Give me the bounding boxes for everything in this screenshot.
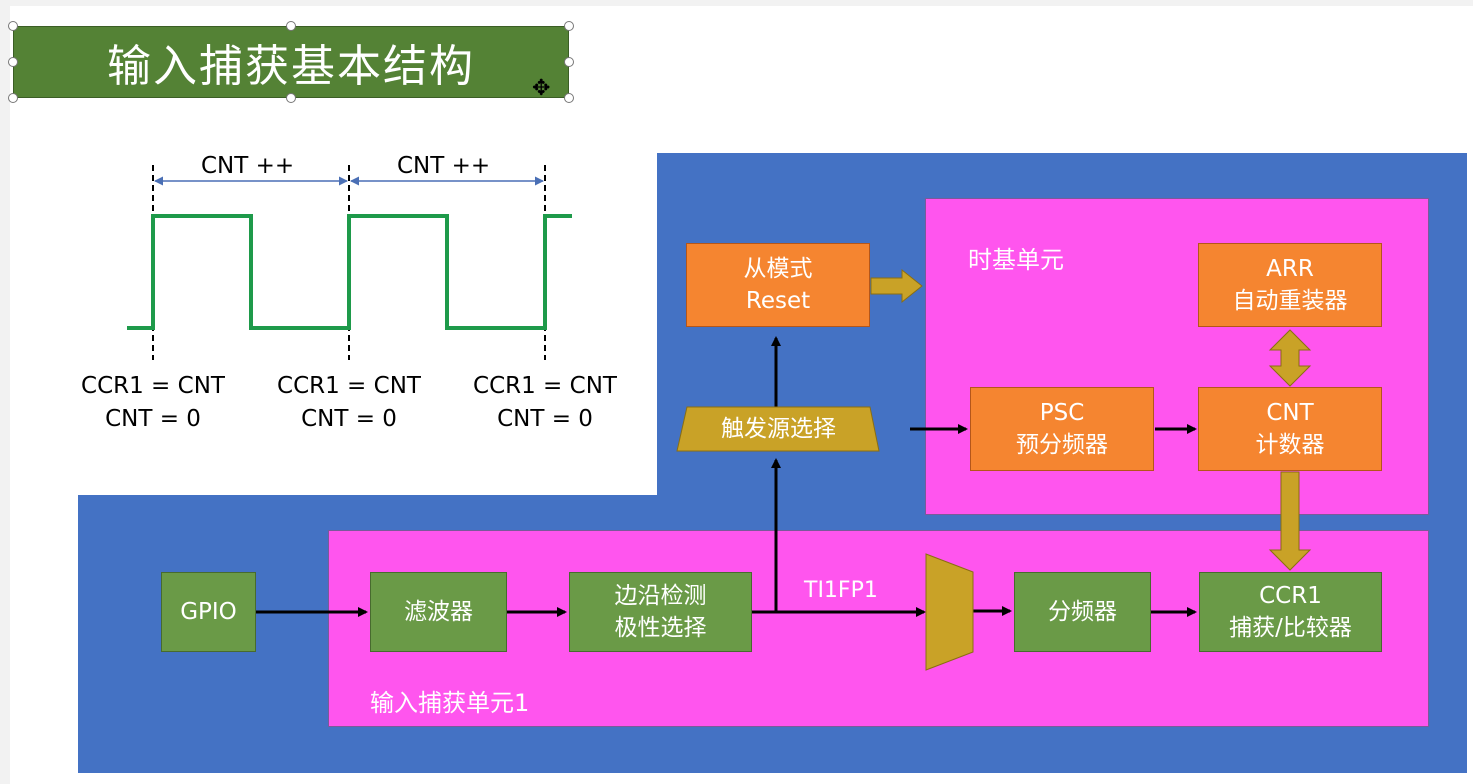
psc-line2: 预分频器 [1016, 432, 1108, 458]
event-1-line2: CNT = 0 [105, 406, 201, 432]
arr-line2: 自动重装器 [1232, 288, 1348, 314]
ccr1-line2: 捕获/比较器 [1229, 615, 1352, 641]
move-cursor-icon: ✥ [532, 76, 551, 101]
resize-handle-bottom-right[interactable] [564, 93, 574, 103]
trigger-select-label: 触发源选择 [721, 416, 836, 442]
filter-label: 滤波器 [404, 599, 473, 625]
resize-handle-top-left[interactable] [8, 21, 18, 31]
gpio-label: GPIO [180, 599, 237, 625]
ccr1-line1: CCR1 [1259, 583, 1322, 609]
edge-detect-block[interactable]: 边沿检测 极性选择 [569, 572, 752, 652]
prescaler-block[interactable]: 分频器 [1014, 572, 1151, 652]
resize-handle-left[interactable] [8, 57, 18, 67]
resize-handle-bottom[interactable] [286, 93, 296, 103]
event-1-line1: CCR1 = CNT [81, 373, 225, 399]
slave-mode-block[interactable]: 从模式 Reset [686, 243, 870, 327]
capture-unit-label: 输入捕获单元1 [370, 689, 530, 717]
arr-block[interactable]: ARR 自动重装器 [1198, 243, 1382, 327]
timebase-unit-label: 时基单元 [968, 246, 1064, 274]
trigger-select-block[interactable]: 触发源选择 [687, 407, 870, 451]
filter-block[interactable]: 滤波器 [370, 572, 507, 652]
cnt-line1: CNT [1266, 400, 1314, 426]
slide-title[interactable]: 输入捕获基本结构 [13, 26, 569, 98]
slave-reset-arrow [870, 268, 923, 304]
resize-handle-bottom-left[interactable] [8, 93, 18, 103]
edge-detect-line1: 边沿检测 [614, 583, 707, 609]
cnt-ccr1-arrow [1268, 471, 1312, 571]
ccr1-block[interactable]: CCR1 捕获/比较器 [1199, 572, 1382, 652]
slave-mode-line2: Reset [745, 288, 811, 314]
interval-label-1: CNT ++ [201, 153, 295, 179]
gpio-block[interactable]: GPIO [161, 572, 256, 652]
cnt-block[interactable]: CNT 计数器 [1198, 387, 1382, 471]
event-2-line1: CCR1 = CNT [277, 373, 421, 399]
ti1fp1-label: TI1FP1 [804, 578, 878, 603]
interval-label-2: CNT ++ [397, 153, 491, 179]
arr-cnt-arrow [1268, 329, 1312, 387]
psc-line1: PSC [1039, 400, 1085, 426]
edge-detect-line2: 极性选择 [614, 615, 707, 641]
prescaler-label: 分频器 [1048, 599, 1117, 625]
slave-mode-line1: 从模式 [743, 256, 813, 282]
resize-handle-top-right[interactable] [564, 21, 574, 31]
slide-title-text: 输入捕获基本结构 [107, 41, 475, 92]
event-3-line2: CNT = 0 [497, 406, 593, 432]
psc-block[interactable]: PSC 预分频器 [970, 387, 1154, 471]
square-wave [127, 214, 572, 330]
cnt-line2: 计数器 [1255, 432, 1325, 458]
input-mux [925, 553, 974, 671]
resize-handle-top[interactable] [286, 21, 296, 31]
resize-handle-right[interactable] [564, 57, 574, 67]
event-2-line2: CNT = 0 [301, 406, 397, 432]
trigger-select-shape [676, 406, 880, 452]
event-3-line1: CCR1 = CNT [473, 373, 617, 399]
arr-line1: ARR [1266, 256, 1314, 282]
